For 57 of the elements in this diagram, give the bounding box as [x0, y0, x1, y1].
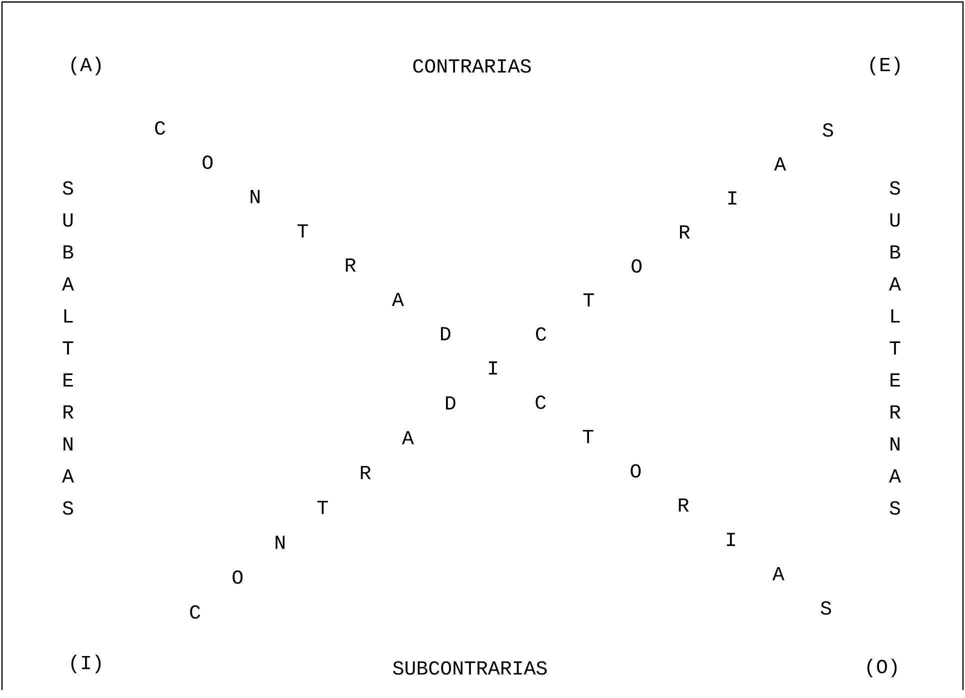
corner-label: (I) [71, 654, 101, 674]
vertical-letter: E [64, 373, 73, 387]
diagonal-letter: O [202, 156, 213, 170]
vertical-letter: S [890, 501, 900, 515]
vertical-letter: A [62, 469, 74, 483]
diagonal-letter: T [582, 430, 594, 444]
diagonal-letter: I [728, 191, 736, 205]
diagonal-letter: C [190, 605, 200, 619]
diagonal-letter: O [632, 259, 642, 273]
vertical-letter: E [890, 373, 900, 387]
diagonal-letter: I [726, 532, 735, 546]
diagonal-letter: C [536, 327, 546, 341]
diagonal-letter: R [346, 258, 356, 272]
vertical-letter: S [62, 181, 73, 195]
diagonal-letter: C [155, 121, 166, 135]
relation-label: SUBCONTRARIAS [393, 661, 547, 675]
diagonal-letter: T [317, 500, 328, 514]
diagonal-letter: T [583, 293, 594, 307]
diagonal-letter: A [392, 292, 404, 306]
diagonal-letter: R [360, 466, 371, 480]
diagonal-letter: O [232, 570, 243, 584]
corner-label: (A) [71, 56, 101, 76]
vertical-letter: R [64, 405, 74, 419]
diagonal-letter: N [250, 190, 260, 204]
diagonal-letter: S [820, 601, 831, 615]
vertical-letter: T [890, 341, 900, 355]
corner-label: (O) [867, 658, 897, 678]
vertical-letter: U [63, 213, 73, 227]
vertical-letter: L [64, 309, 73, 323]
vertical-letter: R [890, 405, 900, 419]
diagonal-letter: C [536, 396, 546, 410]
diagonal-letter: A [772, 567, 784, 580]
vertical-letter: L [891, 309, 900, 323]
diagonal-letter: A [402, 431, 414, 444]
diagonal-letter: A [774, 157, 786, 171]
vertical-letter: N [890, 437, 900, 451]
relation-label: CONTRARIAS [413, 59, 531, 73]
diagonal-letter: S [822, 123, 833, 137]
corner-label: (E) [870, 56, 900, 76]
vertical-letter: B [890, 245, 900, 259]
vertical-letter: N [64, 437, 72, 451]
diagonal-letter: D [446, 396, 456, 410]
vertical-letter: B [64, 245, 74, 259]
vertical-letter: S [890, 181, 900, 195]
diagonal-letter: O [630, 464, 641, 478]
diagonal-letter: T [297, 224, 308, 238]
vertical-letter: T [62, 341, 74, 355]
vertical-letter: A [889, 469, 901, 483]
diagonal-letter: R [678, 498, 689, 512]
diagonal-letter: N [276, 536, 284, 549]
vertical-letter: S [62, 501, 73, 515]
vertical-letter: A [889, 277, 901, 291]
vertical-letter: A [62, 277, 74, 291]
diagonal-letter: R [680, 225, 690, 239]
vertical-letter: U [890, 213, 900, 227]
diagonal-letter: I [489, 361, 497, 375]
diagonal-letter: D [441, 327, 450, 340]
